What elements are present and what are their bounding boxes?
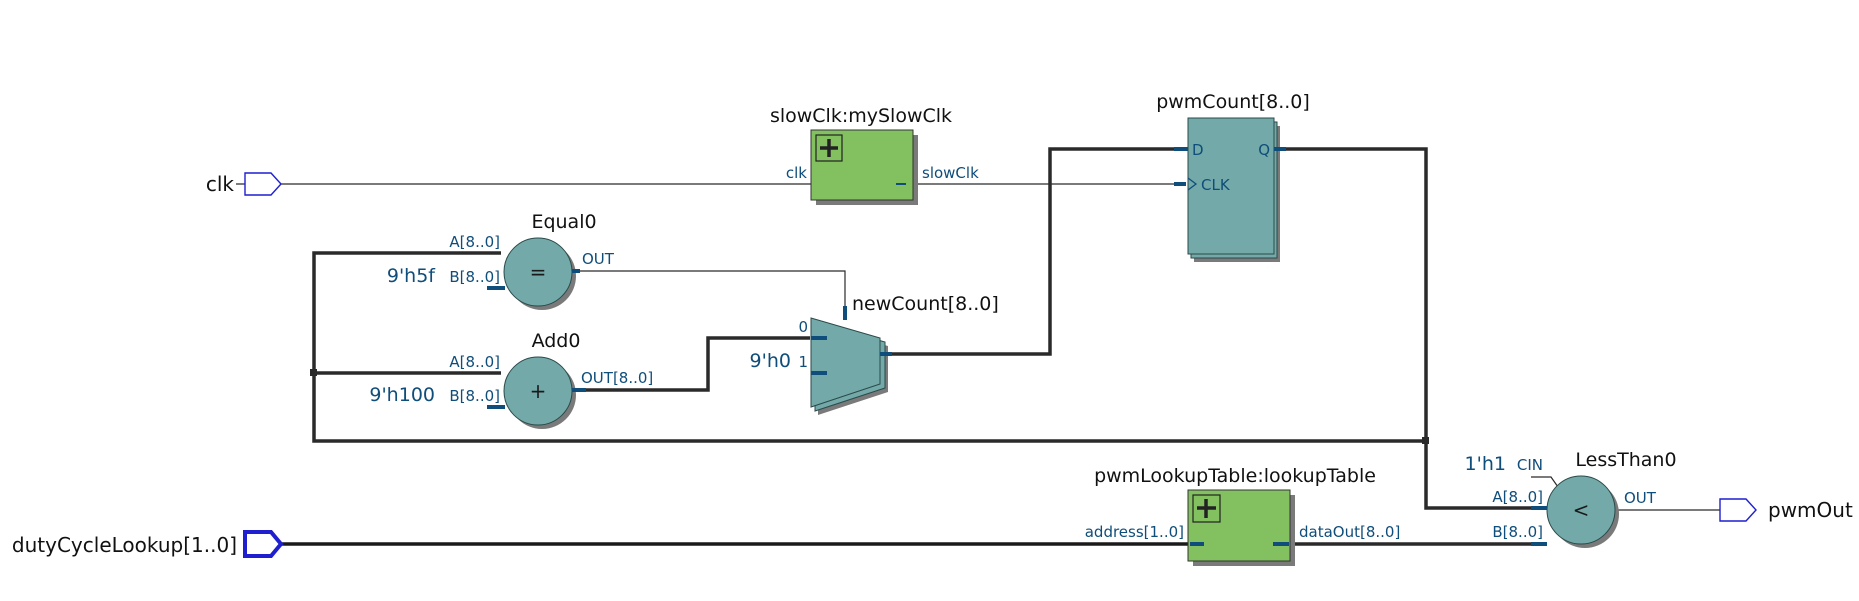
port-label-slowclk: slowClk: [922, 164, 979, 182]
input-label-dutycycle: dutyCycleLookup[1..0]: [12, 533, 237, 557]
block-add0[interactable]: Add0 + A[8..0] B[8..0] OUT[8..0] 9'h100: [369, 330, 653, 429]
wire-equal-to-mux-sel[interactable]: [573, 270, 846, 312]
port-label-b: B[8..0]: [1492, 523, 1543, 541]
block-slowclk[interactable]: slowClk:mySlowClk clk slowClk: [770, 105, 979, 205]
clock-edge-icon: [1187, 177, 1198, 191]
input-bus-port-icon[interactable]: [243, 530, 284, 558]
port-label-cin: CIN: [1517, 456, 1543, 474]
port-label-clk: CLK: [1201, 176, 1231, 194]
port-label-a: A[8..0]: [449, 233, 500, 251]
operator-symbol: +: [530, 379, 547, 403]
constant-b: 9'h100: [369, 384, 435, 406]
block-equal0[interactable]: Equal0 = A[8..0] B[8..0] OUT 9'h5f: [387, 211, 615, 310]
wire-add-to-mux[interactable]: [577, 336, 810, 392]
block-title: slowClk:mySlowClk: [770, 105, 952, 127]
expand-icon[interactable]: [1192, 494, 1221, 523]
block-pwmcount[interactable]: pwmCount[8..0] D Q CLK: [1156, 91, 1310, 262]
operator-symbol: <: [1573, 498, 1590, 522]
wire-cin: [1531, 476, 1559, 488]
constant-b: 9'h5f: [387, 265, 436, 287]
port-label-out: OUT: [1624, 489, 1657, 507]
operator-symbol: =: [530, 260, 547, 284]
port-label-d: D: [1192, 141, 1204, 159]
port-label-b: B[8..0]: [449, 387, 500, 405]
constant-in1: 9'h0: [750, 350, 791, 372]
register-body[interactable]: [1187, 117, 1275, 255]
block-lookuptable[interactable]: pwmLookupTable:lookupTable address[1..0]…: [1085, 465, 1401, 566]
plus-icon: [820, 139, 838, 157]
block-title: pwmCount[8..0]: [1156, 91, 1310, 113]
junction-dot: [1422, 437, 1429, 444]
port-label-q: Q: [1258, 141, 1270, 159]
plus-icon: [1197, 499, 1216, 518]
wire-newcount-to-d[interactable]: [880, 147, 1188, 356]
junction-dot: [310, 369, 317, 376]
block-newcount-mux[interactable]: newCount[8..0] 0 1 9'h0: [750, 293, 999, 415]
io-port-clk[interactable]: clk: [206, 172, 282, 196]
port-label-out: OUT: [582, 250, 615, 268]
port-label-dataout: dataOut[8..0]: [1299, 523, 1400, 541]
input-label-clk: clk: [206, 172, 235, 196]
input-port-icon[interactable]: [244, 172, 282, 196]
block-title: LessThan0: [1575, 449, 1676, 471]
expand-icon[interactable]: [815, 134, 843, 162]
io-port-dutycycle[interactable]: dutyCycleLookup[1..0]: [12, 530, 284, 558]
block-lessthan0[interactable]: LessThan0 < CIN 1'h1 A[8..0] B[8..0] OUT: [1465, 449, 1677, 548]
output-label-pwmout: pwmOut: [1768, 498, 1853, 522]
wire-feedback-to-equal-a[interactable]: [312, 251, 1426, 443]
port-label-clk: clk: [786, 164, 807, 182]
mux-input-1: 1: [798, 353, 808, 371]
mux-input-0: 0: [798, 318, 808, 336]
wire-q-to-lessthan-a[interactable]: [1274, 147, 1547, 510]
port-label-a: A[8..0]: [449, 353, 500, 371]
output-port-icon[interactable]: [1719, 498, 1757, 522]
block-title: pwmLookupTable:lookupTable: [1094, 465, 1376, 487]
port-label-a: A[8..0]: [1492, 488, 1543, 506]
mux-body[interactable]: [810, 317, 881, 408]
port-label-address: address[1..0]: [1085, 523, 1184, 541]
io-port-pwmout[interactable]: pwmOut: [1719, 498, 1853, 522]
block-title: Add0: [532, 330, 581, 352]
wires: [236, 147, 1720, 546]
block-body[interactable]: [1187, 489, 1291, 562]
block-body[interactable]: [810, 129, 914, 201]
block-title: newCount[8..0]: [852, 293, 999, 315]
constant-cin: 1'h1: [1465, 453, 1506, 475]
block-title: Equal0: [531, 211, 596, 233]
port-label-out: OUT[8..0]: [581, 369, 653, 387]
port-label-b: B[8..0]: [449, 268, 500, 286]
